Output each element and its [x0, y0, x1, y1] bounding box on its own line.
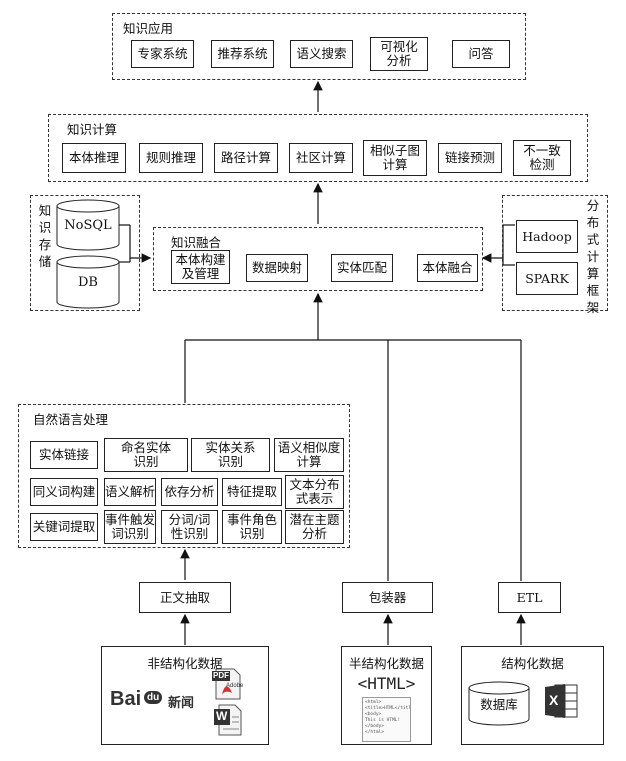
knowledge-computation-title: 知识计算 [67, 122, 118, 137]
distributed-framework-group: 分 布 式 计 算 框 架 [502, 195, 608, 315]
structured-data-box: 结构化数据 数据库 X [461, 646, 604, 745]
compute-item-similar-subgraph: 相似子图 计算 [363, 140, 427, 176]
fusion-item-data-mapping: 数据映射 [246, 254, 308, 282]
fusion-item-ontology-fusion: 本体融合 [417, 254, 478, 282]
word-label: W [216, 709, 228, 723]
nlp-item-latent-topic-analysis: 潜在主题 分析 [285, 510, 344, 544]
nlp-item-semantic-parsing: 语义解析 [104, 478, 156, 506]
app-item-visual-analysis: 可视化 分析 [370, 37, 428, 71]
knowledge-storage-group: 知 识 存 储 [30, 195, 140, 311]
nlp-item-event-role-recognition: 事件角色 识别 [222, 510, 282, 544]
nlp-title: 自然语言处理 [33, 412, 109, 427]
nlp-item-semantic-similarity: 语义相似度 计算 [274, 438, 344, 472]
knowledge-computation-group: 知识计算 [48, 114, 588, 182]
nlp-item-entity-relation-recognition: 实体关系 识别 [191, 438, 270, 472]
nlp-item-feature-extraction: 特征提取 [222, 478, 282, 506]
baidu-news-label: 新闻 [168, 695, 195, 710]
unstructured-data-title: 非结构化数据 [147, 656, 223, 671]
baidu-logo-text-a: Bai [110, 688, 142, 710]
nosql-label: NoSQL [64, 218, 112, 233]
app-item-recommendation: 推荐系统 [211, 40, 274, 68]
compute-item-link-prediction: 链接预测 [438, 143, 502, 173]
nlp-group: 自然语言处理 [18, 404, 350, 548]
baidu-logo-text-b: du [144, 691, 163, 704]
structured-data-title: 结构化数据 [501, 656, 564, 671]
hadoop-box: Hadoop [516, 220, 578, 253]
knowledge-application-title: 知识应用 [123, 21, 174, 36]
db-cylinder-icon [56, 255, 120, 309]
nlp-item-event-trigger-recognition: 事件触发 词识别 [104, 510, 156, 544]
excel-label: X [549, 692, 559, 708]
unstructured-data-box: 非结构化数据 Bai du 新闻 PDF Adobe W [101, 646, 269, 745]
db-label: DB [78, 275, 98, 290]
knowledge-application-group: 知识应用 [112, 13, 526, 80]
knowledge-fusion-title: 知识融合 [171, 235, 222, 250]
fusion-item-ontology-construction: 本体构建 及管理 [171, 250, 230, 284]
fusion-item-entity-matching: 实体匹配 [331, 254, 393, 282]
compute-item-ontology-reasoning: 本体推理 [62, 143, 126, 173]
compute-item-path-computation: 路径计算 [214, 143, 278, 173]
excel-file-icon: X [545, 683, 579, 719]
knowledge-storage-title: 知 识 存 储 [38, 203, 52, 269]
compute-item-community-computation: 社区计算 [289, 143, 353, 173]
app-item-expert-system: 专家系统 [131, 40, 194, 68]
distributed-framework-title: 分 布 式 计 算 框 架 [586, 198, 600, 315]
text-extraction-box: 正文抽取 [139, 582, 231, 613]
nlp-item-keyword-extraction: 关键词提取 [30, 513, 98, 541]
baidu-news-logo: Bai du 新闻 [110, 684, 210, 714]
etl-box: ETL [498, 582, 561, 613]
html-tag-label: <HTML> [357, 674, 416, 693]
wrapper-box: 包装器 [342, 582, 433, 613]
knowledge-fusion-group: 知识融合 [153, 227, 483, 291]
nlp-item-named-entity-recognition: 命名实体 识别 [104, 438, 188, 472]
database-cylinder-icon [468, 681, 530, 726]
nlp-item-dependency-parsing: 依存分析 [161, 478, 218, 506]
pdf-label: PDF [213, 671, 229, 680]
semi-structured-data-title: 半结构化数据 [348, 656, 424, 671]
semi-structured-data-box: 半结构化数据 <HTML> <html> <title>HTML</title>… [341, 646, 432, 745]
word-file-icon: W [213, 703, 243, 737]
pdf-file-icon: PDF Adobe [210, 667, 244, 701]
compute-item-inconsistency-detection: 不一致 检测 [513, 140, 571, 176]
html-code-snippet: <html> <title>HTML</title> <body> This i… [362, 697, 411, 742]
app-item-qa: 问答 [452, 40, 510, 68]
nlp-item-entity-linking: 实体链接 [30, 441, 98, 469]
nlp-item-word-segmentation-pos: 分词/词 性识别 [161, 510, 218, 544]
app-item-semantic-search: 语义搜索 [290, 40, 353, 68]
nlp-item-synonym-construction: 同义词构建 [30, 478, 98, 506]
spark-box: SPARK [516, 262, 578, 295]
database-label: 数据库 [480, 697, 518, 712]
compute-item-rule-reasoning: 规则推理 [139, 143, 203, 173]
nosql-cylinder-icon [56, 199, 120, 251]
nlp-item-distributed-text-representation: 文本分布 式表示 [285, 475, 344, 509]
adobe-label: Adobe [226, 683, 244, 689]
